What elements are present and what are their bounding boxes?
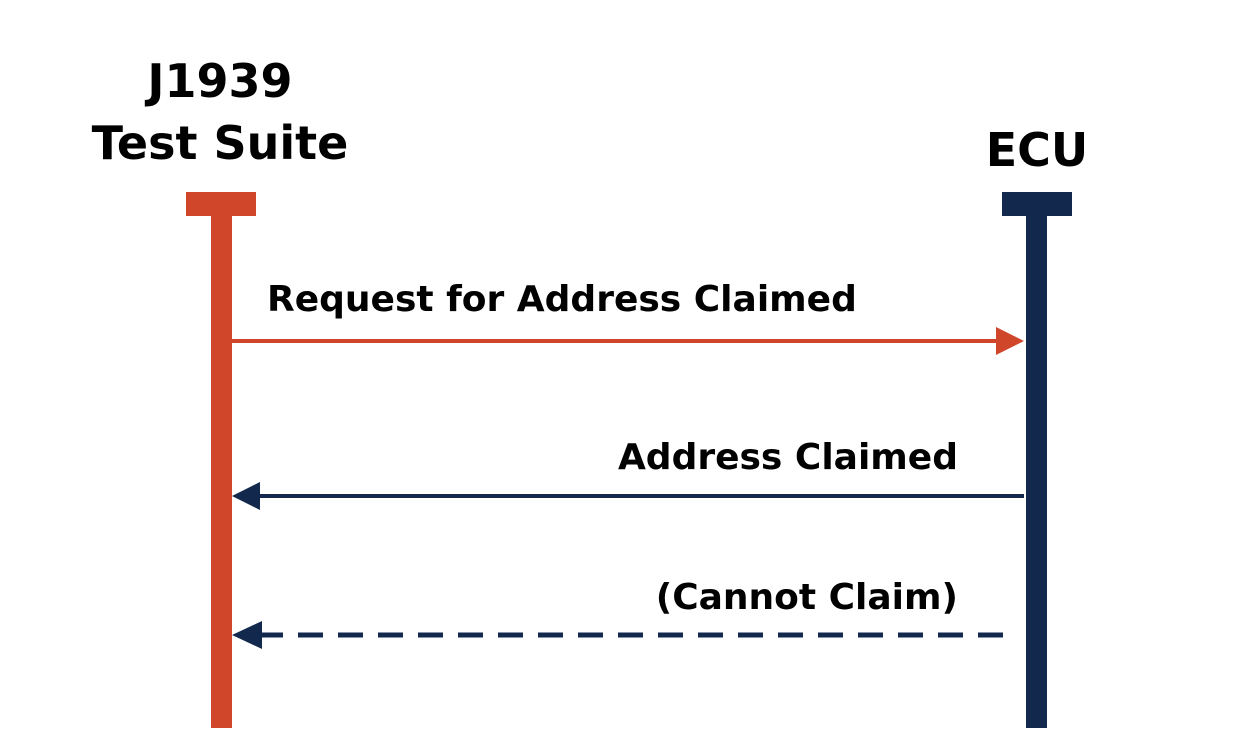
message-address-claimed-arrow — [232, 482, 1024, 510]
message-cannot-claim-arrowhead — [232, 621, 262, 649]
message-address-claimed-arrowhead — [232, 482, 260, 510]
message-cannot-claim-label: (Cannot Claim) — [655, 577, 958, 618]
actor-label-test-suite-line2: Test Suite — [91, 116, 349, 170]
message-address-claimed-label: Address Claimed — [617, 437, 958, 478]
actor-label-test-suite: J1939 Test Suite — [60, 50, 380, 174]
actor-label-test-suite-line1: J1939 — [147, 54, 293, 108]
lifeline-ecu-bar — [1026, 192, 1047, 728]
lifeline-test-suite-bar — [211, 192, 232, 728]
lifeline-ecu — [1002, 192, 1072, 728]
message-request-arrow — [232, 327, 1024, 355]
lifeline-test-suite — [186, 192, 256, 728]
actor-label-ecu-line1: ECU — [985, 123, 1089, 177]
message-cannot-claim-arrow — [232, 621, 1004, 649]
actor-label-ecu: ECU — [937, 119, 1137, 181]
message-request-arrowhead — [996, 327, 1024, 355]
message-request-label: Request for Address Claimed — [267, 279, 857, 320]
